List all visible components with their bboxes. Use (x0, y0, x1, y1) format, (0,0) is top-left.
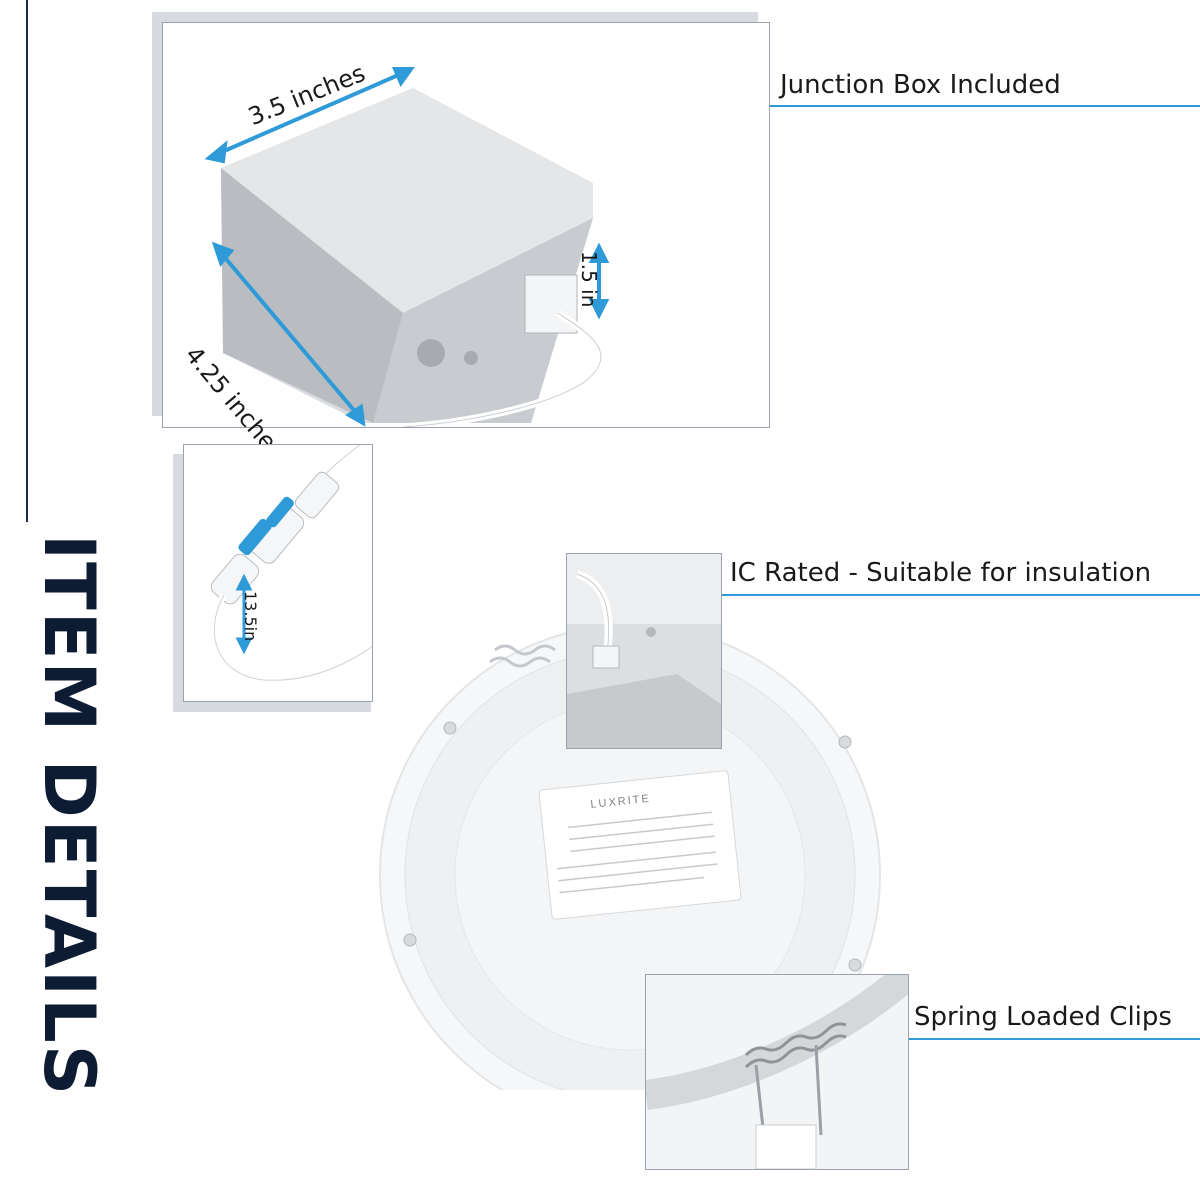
length-arrow-head-b (345, 403, 366, 427)
page-title: ITEM DETAILS (28, 534, 110, 1098)
ic-rated-panel (566, 553, 722, 749)
callout-line-junction (725, 105, 1200, 107)
height-dimension-label: 1.5 in (577, 251, 601, 308)
product-label (538, 770, 742, 920)
width-arrow-head-b (391, 67, 415, 88)
junction-box-panel: 3.5 inches 4.25 inches 1.5 in (162, 22, 770, 465)
junction-box-illustration (204, 67, 610, 431)
connector-highlight-a (238, 518, 272, 556)
height-arrow-head-b (588, 299, 610, 320)
callout-junction-box: Junction Box Included (780, 70, 1061, 100)
width-arrow-head-a (204, 140, 228, 164)
width-arrow (214, 71, 404, 157)
cable-length-label: 13.5in (241, 591, 260, 642)
cable-connector-illustration (210, 432, 376, 684)
ic-rated-illustration (567, 570, 721, 748)
height-arrow-head-a (588, 242, 610, 263)
connector-highlight-b (266, 496, 294, 528)
spring-clips-panel (644, 963, 918, 1170)
title-rule (26, 0, 28, 522)
callout-ic-rated: IC Rated - Suitable for insulation (730, 558, 1152, 588)
callout-spring-clips: Spring Loaded Clips (914, 1002, 1172, 1032)
spring-clips-illustration (644, 963, 918, 1170)
callout-line-clips (867, 1038, 1200, 1040)
callout-line-ic (677, 594, 1200, 596)
cable-connector-panel: 13.5in (183, 432, 376, 702)
length-arrow-head-a (211, 241, 235, 268)
length-arrow (219, 251, 360, 417)
